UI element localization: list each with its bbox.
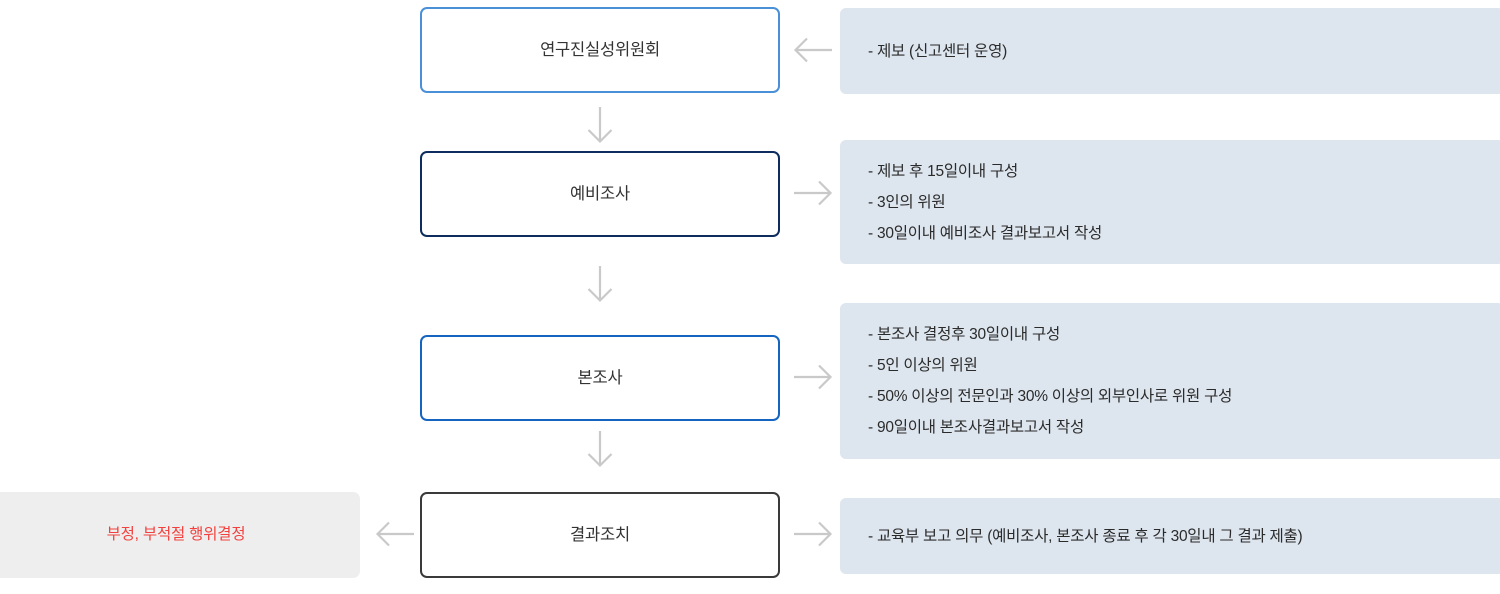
arrow-left-icon [790,30,836,70]
info-line: - 본조사 결정후 30일이내 구성 [868,326,1060,343]
info-panel-report-center: - 제보 (신고센터 운영) [840,8,1500,94]
arrow-left-icon [372,514,418,554]
info-panel-main-investigation-details: - 본조사 결정후 30일이내 구성 - 5인 이상의 위원 - 50% 이상의… [840,303,1500,459]
arrow-down-icon [578,103,622,147]
process-box-preliminary-investigation: 예비조사 [420,151,780,237]
info-line: - 제보 (신고센터 운영) [868,42,1007,60]
info-panel-result-action-details: - 교육부 보고 의무 (예비조사, 본조사 종료 후 각 30일내 그 결과 … [840,498,1500,574]
arrow-right-icon [790,514,836,554]
arrow-down-icon [578,262,622,306]
info-line: - 교육부 보고 의무 (예비조사, 본조사 종료 후 각 30일내 그 결과 … [868,527,1303,545]
info-panel-preliminary-investigation-details: - 제보 후 15일이내 구성 - 3인의 위원 - 30일이내 예비조사 결과… [840,140,1500,264]
process-box-label: 연구진실성위원회 [540,40,660,59]
info-line: - 5인 이상의 위원 [868,357,978,374]
process-box-label: 본조사 [577,368,623,387]
process-box-result-action: 결과조치 [420,492,780,578]
info-line: - 3인의 위원 [868,193,946,211]
info-line: - 50% 이상의 전문인과 30% 이상의 외부인사로 위원 구성 [868,388,1233,405]
process-box-label: 예비조사 [570,184,630,203]
process-box-research-integrity-committee: 연구진실성위원회 [420,7,780,93]
info-line: - 30일이내 예비조사 결과보고서 작성 [868,224,1103,242]
info-line: - 90일이내 본조사결과보고서 작성 [868,419,1084,436]
process-box-label: 결과조치 [570,525,630,544]
outcome-box-label: 부정, 부적절 행위결정 [106,526,246,544]
arrow-right-icon [790,173,836,213]
info-line: - 제보 후 15일이내 구성 [868,162,1018,180]
process-box-main-investigation: 본조사 [420,335,780,421]
arrow-down-icon [578,427,622,471]
outcome-box-misconduct-decision: 부정, 부적절 행위결정 [0,492,360,578]
arrow-right-icon [790,357,836,397]
